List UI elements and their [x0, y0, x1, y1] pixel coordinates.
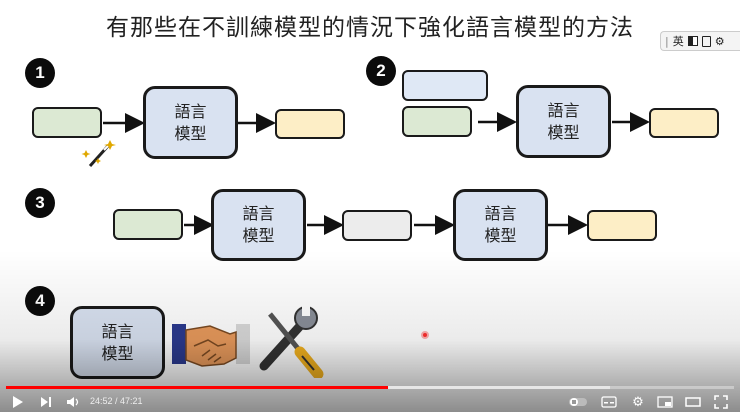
time-display: 24:52 / 47:21: [90, 396, 143, 406]
language-model-box-4: 語言 模型: [70, 306, 165, 379]
input-box-1: [32, 107, 102, 138]
next-button[interactable]: [38, 394, 54, 410]
miniplayer-button[interactable]: [656, 394, 674, 410]
ime-toolbar[interactable]: | 英 ⚙: [660, 31, 740, 51]
fullscreen-icon: [714, 395, 728, 409]
miniplayer-icon: [657, 396, 673, 408]
play-button[interactable]: [10, 394, 26, 410]
language-model-box-3b: 語言 模型: [453, 189, 548, 261]
volume-button[interactable]: [65, 394, 81, 410]
output-box-2: [649, 108, 719, 138]
subtitles-icon: [601, 396, 617, 408]
step-number-2: 2: [366, 56, 396, 86]
input-box-3: [113, 209, 183, 240]
subtitles-button[interactable]: [600, 394, 618, 410]
input-box-2: [402, 106, 472, 137]
theater-mode-button[interactable]: [684, 394, 702, 410]
autoplay-toggle[interactable]: [568, 394, 588, 410]
theater-mode-icon: [685, 397, 701, 407]
fullscreen-button[interactable]: [712, 394, 730, 410]
output-box-3: [587, 210, 657, 241]
language-model-box-3a: 語言 模型: [211, 189, 306, 261]
half-width-icon[interactable]: [687, 36, 698, 46]
language-model-box-2: 語言 模型: [516, 85, 611, 158]
slide-title: 有那些在不訓練模型的情況下強化語言模型的方法: [106, 15, 634, 41]
settings-gear-icon[interactable]: ⚙: [714, 34, 725, 48]
context-box-2: [402, 70, 488, 101]
output-box-1: [275, 109, 345, 139]
settings-icon: ⚙: [632, 394, 644, 410]
step-number-1: 1: [25, 58, 55, 88]
play-icon: [13, 396, 23, 408]
handshake-icon: [172, 324, 250, 367]
autoplay-toggle-icon: [569, 398, 587, 406]
intermediate-box-3: [342, 210, 412, 241]
ime-separator: |: [665, 34, 669, 48]
step-number-3: 3: [25, 188, 55, 218]
settings-button[interactable]: ⚙: [629, 394, 647, 410]
magic-wand-icon: [81, 140, 116, 168]
volume-icon: [67, 397, 79, 407]
cursor-pointer: [421, 331, 429, 339]
progress-played: [6, 386, 389, 389]
ime-language-label[interactable]: 英: [672, 35, 684, 48]
skip-next-icon: [41, 397, 51, 407]
language-model-box-1: 語言 模型: [143, 86, 238, 159]
step-number-4: 4: [25, 286, 55, 316]
clipboard-icon[interactable]: [701, 35, 711, 47]
progress-bar[interactable]: [6, 386, 734, 389]
tools-icon: [259, 306, 324, 378]
